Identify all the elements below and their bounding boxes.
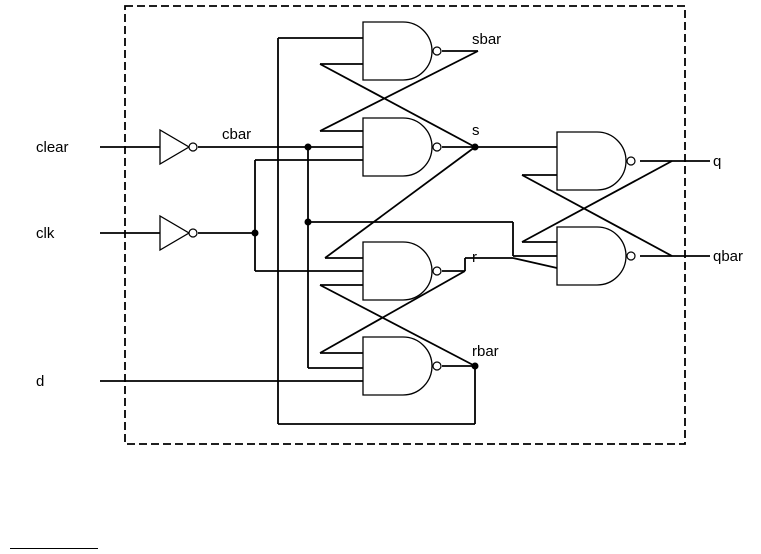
label-rbar: rbar [472, 343, 499, 360]
footer-rule [10, 548, 98, 549]
label-clear: clear [36, 139, 69, 156]
label-cbar: cbar [222, 126, 251, 143]
nand-gate-sbar [363, 22, 441, 80]
inverter-clear [160, 130, 197, 164]
label-qbar: qbar [713, 248, 743, 265]
nand-gate-s [363, 118, 441, 176]
label-r: r [472, 249, 477, 266]
nand-gate-qbar [557, 227, 635, 285]
nand-gate-rbar [363, 337, 441, 395]
nand-gate-q [557, 132, 635, 190]
inverter-clk [160, 216, 197, 250]
label-sbar: sbar [472, 31, 501, 48]
label-d: d [36, 373, 44, 390]
label-s: s [472, 122, 480, 139]
label-q: q [713, 153, 721, 170]
label-clk: clk [36, 225, 55, 242]
